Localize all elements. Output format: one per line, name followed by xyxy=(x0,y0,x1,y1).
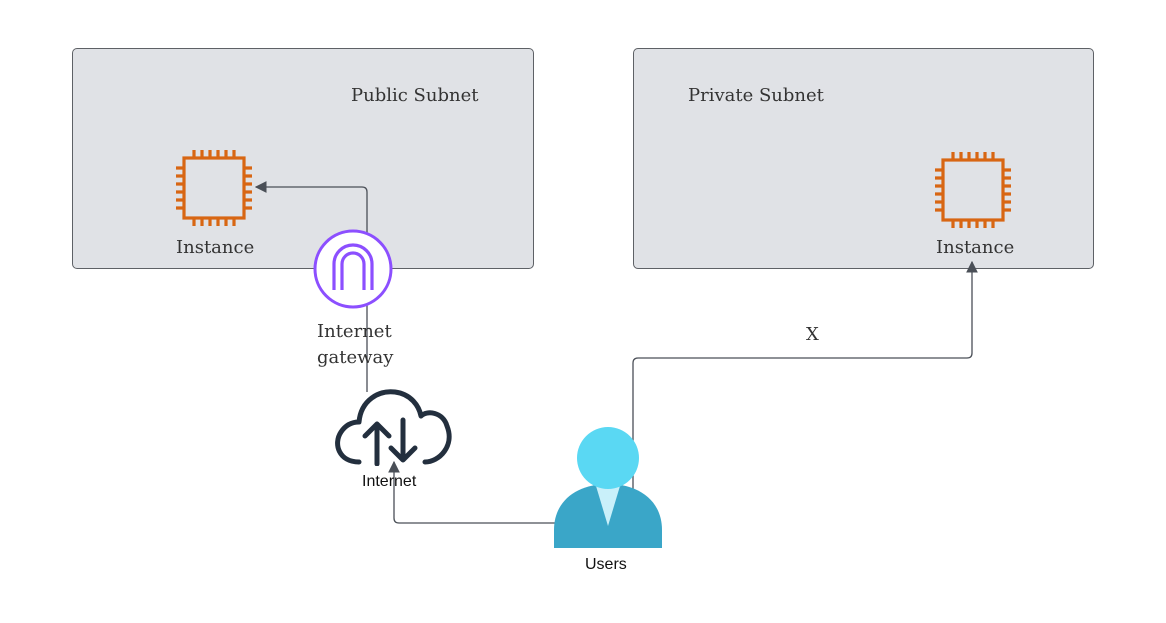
private-subnet-title: Private Subnet xyxy=(688,85,824,106)
users-to-internet-connector[interactable] xyxy=(388,460,556,524)
private-subnet-box[interactable] xyxy=(633,48,1094,269)
ec2-instance-icon[interactable] xyxy=(932,149,1014,231)
internet-gateway-icon[interactable] xyxy=(312,228,394,310)
public-subnet-title: Public Subnet xyxy=(351,85,479,106)
private-instance-label: Instance xyxy=(936,237,1015,258)
public-instance-label: Instance xyxy=(176,237,255,258)
internet-cloud-icon[interactable] xyxy=(331,386,455,466)
public-subnet-box[interactable] xyxy=(72,48,534,269)
users-to-private-instance-connector[interactable] xyxy=(632,260,978,490)
internet-gateway-label: Internet gateway xyxy=(317,321,394,368)
internet-to-public-instance-connector[interactable] xyxy=(254,181,368,392)
ec2-instance-icon[interactable] xyxy=(173,147,255,229)
users-label: Users xyxy=(585,556,627,573)
blocked-connection-label: X xyxy=(806,324,819,345)
internet-label: Internet xyxy=(362,473,417,490)
user-icon[interactable] xyxy=(552,426,664,550)
